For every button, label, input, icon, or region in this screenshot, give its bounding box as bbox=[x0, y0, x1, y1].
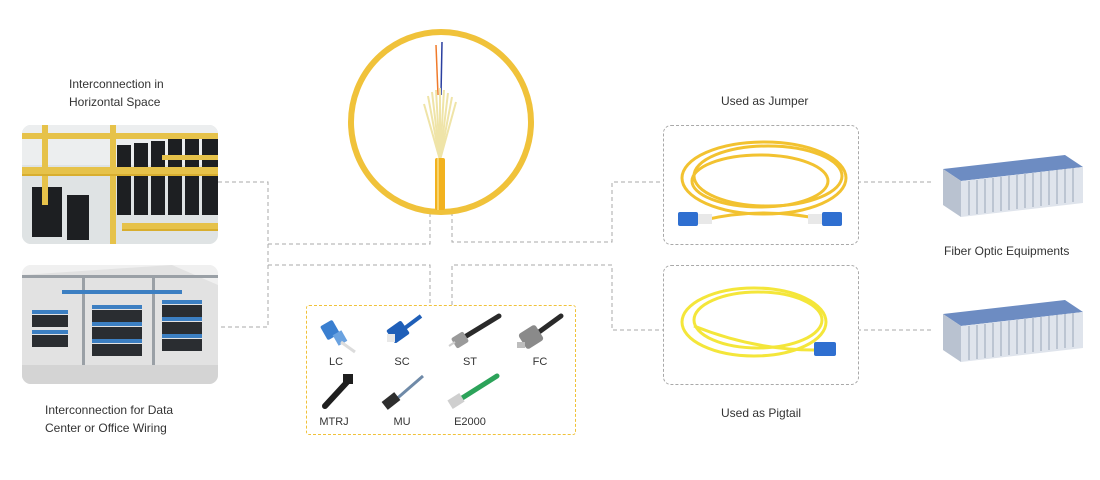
right-upper-line bbox=[451, 181, 663, 243]
connector-label-lc: LC bbox=[328, 356, 344, 368]
mu-connector-icon bbox=[381, 374, 424, 410]
equipment-rack-bottom bbox=[943, 300, 1083, 362]
data-center-label-line2: Center or Office Wiring bbox=[45, 421, 167, 435]
left-lower-line bbox=[268, 264, 431, 305]
fiber-cable-circle bbox=[348, 29, 534, 215]
cable-jacket bbox=[435, 158, 445, 210]
fiber-strand-blue bbox=[440, 41, 443, 96]
connector-label-sc: SC bbox=[394, 356, 410, 368]
jumper-cable-icon bbox=[678, 140, 848, 226]
connector-label-mu: MU bbox=[393, 416, 411, 428]
pigtail-label: Used as Pigtail bbox=[721, 406, 802, 420]
st-connector-icon bbox=[448, 313, 502, 349]
fc-connector-icon bbox=[517, 313, 564, 349]
connector-label-e2000: E2000 bbox=[454, 416, 486, 428]
connector-label-fc: FC bbox=[532, 356, 548, 368]
pigtail-lc-connector bbox=[814, 342, 836, 356]
connector-label-st: ST bbox=[462, 356, 478, 368]
e2000-connector-icon bbox=[447, 373, 500, 409]
horizontal-space-label-line1: Interconnection in bbox=[69, 77, 164, 91]
sc-connector-icon bbox=[386, 314, 423, 343]
right-lower-line bbox=[451, 264, 663, 331]
horizontal-space-photo bbox=[22, 125, 218, 244]
connector-types-box: LC SC ST FC MTRJ MU E2000 bbox=[306, 305, 576, 435]
data-center-photo bbox=[22, 265, 218, 384]
left-upper-line bbox=[268, 212, 431, 245]
jumper-box bbox=[663, 125, 859, 245]
jumper-label: Used as Jumper bbox=[721, 94, 809, 108]
mtrj-connector-icon bbox=[322, 374, 353, 409]
equipment-rack-top bbox=[943, 155, 1083, 217]
lc-connector-icon bbox=[320, 320, 356, 354]
horizontal-space-label: Interconnection in Horizontal Space bbox=[69, 75, 164, 111]
lc-duplex-right bbox=[808, 212, 842, 226]
fiber-strand-orange bbox=[435, 44, 439, 96]
left-bracket-line bbox=[218, 181, 269, 328]
horizontal-space-label-line2: Horizontal Space bbox=[69, 95, 161, 109]
aramid-yarn bbox=[423, 88, 457, 161]
connector-label-mtrj: MTRJ bbox=[319, 416, 349, 428]
lc-duplex-left bbox=[678, 212, 712, 226]
data-center-label-line1: Interconnection for Data bbox=[45, 403, 174, 417]
pigtail-cable-icon bbox=[680, 286, 836, 358]
equipment-label: Fiber Optic Equipments bbox=[944, 244, 1070, 258]
connection-lines bbox=[218, 181, 932, 331]
data-center-label: Interconnection for Data Center or Offic… bbox=[45, 401, 173, 437]
pigtail-box bbox=[663, 265, 859, 385]
